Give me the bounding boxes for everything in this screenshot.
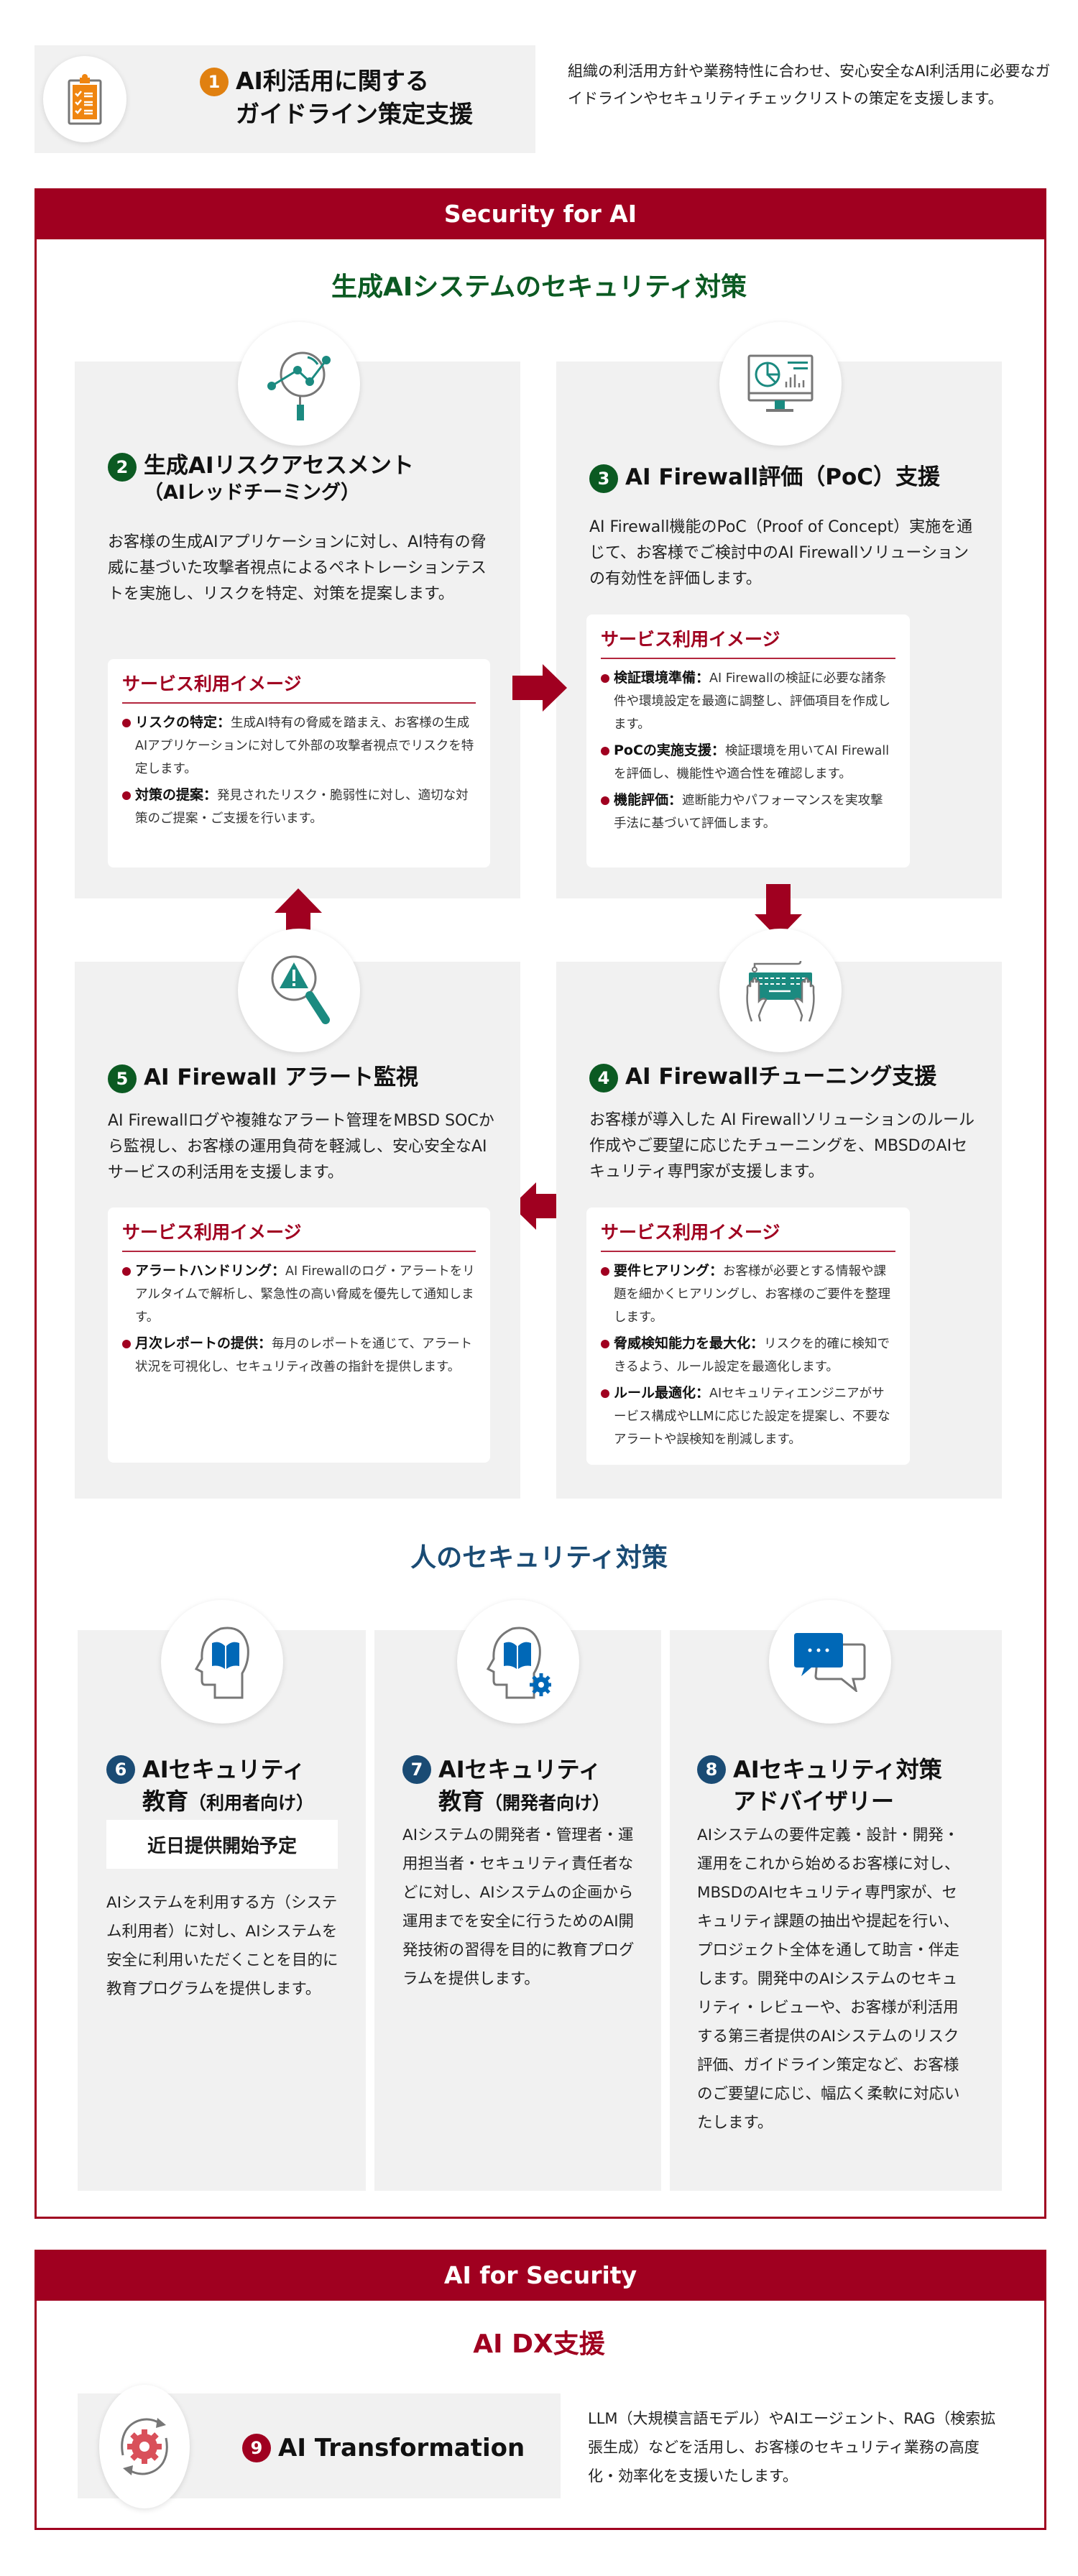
usage-title: サービス利用イメージ <box>122 1220 476 1252</box>
service-6-description: AIシステムを利用する方（システム利用者）に対し、AIシステムを安全に利用いただ… <box>106 1894 338 1998</box>
service-6-title: 6 AIセキュリティ 教育（利用者向け） <box>106 1754 314 1819</box>
number-badge: 3 <box>589 464 618 493</box>
service-2-description: お客様の生成AIアプリケーションに対し、AI特有の脅威に基づいた攻撃者視点による… <box>108 533 487 603</box>
service-3-usage-box: サービス利用イメージ 検証環境準備：AI Firewallの検証に必要な諸条件や… <box>586 615 910 868</box>
usage-item: リスクの特定：生成AI特有の脅威を踏まえ、お客様の生成AIアプリケーションに対し… <box>122 711 476 781</box>
service-8-description: AIシステムの要件定義・設計・開発・運用をこれから始めるお客様に対し、MBSDの… <box>697 1826 960 2132</box>
keyboard-hands-icon <box>746 960 815 1022</box>
service-8-title: 8 AIセキュリティ対策 アドバイザリー <box>697 1754 942 1817</box>
service-2-icon-circle <box>238 322 360 446</box>
magnifier-warning-icon <box>271 955 330 1024</box>
number-badge: 5 <box>108 1064 137 1093</box>
coming-soon-badge: 近日提供開始予定 <box>106 1820 338 1869</box>
people-heading: 人のセキュリティ対策 <box>410 1543 668 1573</box>
number-badge: 6 <box>106 1755 135 1784</box>
service-1-description: 組織の利活用方針や業務特性に合わせ、安心安全なAI利活用に必要なガイドラインやセ… <box>568 63 1051 107</box>
service-7-description: AIシステムの開発者・管理者・運用担当者・セキュリティ責任者などに対し、AIシス… <box>402 1826 635 1988</box>
usage-item: PoCの実施支援：検証環境を用いてAI Firewallを評価し、機能性や適合性… <box>601 739 895 786</box>
chat-bubbles-icon <box>794 1633 866 1692</box>
number-badge: 7 <box>402 1755 431 1784</box>
service-3-title: 3 AI Firewall評価（PoC）支援 <box>589 463 940 493</box>
usage-title: サービス利用イメージ <box>601 1220 895 1252</box>
usage-item: 要件ヒアリング：お客様が必要とする情報や課題を細かくヒアリングし、お客様のご要件… <box>601 1259 895 1329</box>
clipboard-checklist-icon <box>68 74 102 125</box>
gear-cycle-icon <box>121 2418 168 2475</box>
service-4-icon-circle <box>719 929 842 1052</box>
number-badge: 8 <box>697 1755 726 1784</box>
head-book-gear-icon <box>486 1627 551 1699</box>
number-badge: 2 <box>108 453 137 482</box>
arrow-down-icon <box>755 884 802 939</box>
head-book-icon <box>194 1627 249 1699</box>
usage-item: 検証環境準備：AI Firewallの検証に必要な諸条件や環境設定を最適に調整し… <box>601 666 895 736</box>
service-1-title: 1 AI利活用に関する ガイドライン策定支援 <box>200 65 473 131</box>
service-9-title: 9 AI Transformation <box>242 2432 525 2464</box>
service-2-usage-box: サービス利用イメージ リスクの特定：生成AI特有の脅威を踏まえ、お客様の生成AI… <box>108 659 490 868</box>
service-6-card <box>78 1630 366 2191</box>
ai-dx-heading: AI DX支援 <box>473 2329 605 2359</box>
monitor-dashboard-icon <box>747 354 814 412</box>
service-7-icon-circle <box>457 1600 579 1724</box>
service-4-usage-box: サービス利用イメージ 要件ヒアリング：お客様が必要とする情報や課題を細かくヒアリ… <box>586 1208 910 1465</box>
genai-heading: 生成AIシステムのセキュリティ対策 <box>331 272 747 302</box>
service-9-icon-circle <box>99 2385 190 2508</box>
usage-title: サービス利用イメージ <box>601 627 895 659</box>
service-7-title: 7 AIセキュリティ 教育（開発者向け） <box>402 1754 610 1819</box>
service-7-card <box>374 1630 661 2191</box>
usage-item: ルール最適化：AIセキュリティエンジニアがサービス構成やLLMに応じた設定を提案… <box>601 1381 895 1451</box>
service-9-description: LLM（大規模言語モデル）やAIエージェント、RAG（検索拡張生成）などを活用し… <box>588 2410 996 2485</box>
service-3-description: AI Firewall機能のPoC（Proof of Concept）実施を通じ… <box>589 518 973 588</box>
service-5-icon-circle <box>238 929 360 1052</box>
usage-item: 脅威検知能力を最大化：リスクを的確に検知できるよう、ルール設定を最適化します。 <box>601 1332 895 1379</box>
ai-for-security-band: AI for Security <box>34 2250 1046 2301</box>
usage-item: アラートハンドリング：AI Firewallのログ・アラートをリアルタイムで解析… <box>122 1259 476 1329</box>
usage-item: 月次レポートの提供：毎月のレポートを通じて、アラート状況を可視化し、セキュリティ… <box>122 1332 476 1379</box>
service-8-card <box>670 1630 1002 2191</box>
arrow-left-icon <box>512 1182 566 1230</box>
service-3-icon-circle <box>719 322 842 446</box>
usage-title: サービス利用イメージ <box>122 672 476 704</box>
number-badge: 1 <box>200 68 229 96</box>
number-badge: 9 <box>242 2434 271 2462</box>
service-4-title: 4 AI Firewallチューニング支援 <box>589 1062 936 1092</box>
service-5-usage-box: サービス利用イメージ アラートハンドリング：AI Firewallのログ・アラー… <box>108 1208 490 1463</box>
security-for-ai-band: Security for AI <box>34 188 1046 239</box>
usage-item: 機能評価：遮断能力やパフォーマンスを実攻撃手法に基づいて評価します。 <box>601 788 895 835</box>
number-badge: 4 <box>589 1064 618 1092</box>
service-8-icon-circle <box>769 1600 891 1724</box>
service-4-description: お客様が導入した AI Firewallソリューションのルール作成やご要望に応じ… <box>589 1111 975 1181</box>
magnifier-chart-icon <box>267 351 331 420</box>
service-5-description: AI Firewallログや複雑なアラート管理をMBSD SOCから監視し、お客… <box>108 1112 494 1182</box>
arrow-right-icon <box>512 664 567 712</box>
service-5-title: 5 AI Firewall アラート監視 <box>108 1063 418 1093</box>
service-6-icon-circle <box>161 1600 283 1724</box>
usage-item: 対策の提案：発見されたリスク・脆弱性に対し、適切な対策のご提案・ご支援を行います… <box>122 783 476 830</box>
service-1-icon-circle <box>43 56 126 142</box>
service-2-title: 2 生成AIリスクアセスメント （AIレッドチーミング） <box>108 451 414 506</box>
